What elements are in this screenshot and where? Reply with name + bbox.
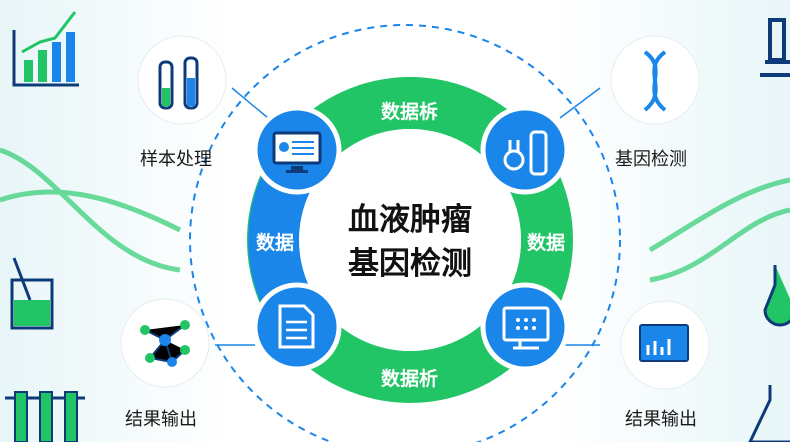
test-tubes-icon — [137, 35, 227, 125]
label-gene-detection: 基因检测 — [615, 149, 687, 170]
monitor-presentation-icon — [252, 105, 342, 195]
center-title-line-1: 血液肿瘤 — [348, 202, 472, 238]
ring-label-left: 数据 — [256, 232, 295, 254]
bar-chart-icon — [12, 11, 79, 87]
center-title-line-2: 基因检测 — [348, 246, 472, 282]
connector-line — [559, 87, 601, 119]
ring-label-bottom: 数据析 — [381, 368, 439, 390]
dashed-orbit — [189, 24, 621, 442]
connector-line — [231, 87, 269, 119]
ring-label-top: 数据柝 — [381, 101, 439, 123]
flask-icon — [748, 265, 790, 442]
center-title: 血液肿瘤 基因检测 — [330, 198, 490, 286]
dna-icon — [610, 35, 700, 125]
dna-left-icon — [0, 147, 182, 273]
lab-flasks-icon — [480, 105, 570, 195]
document-icon — [252, 282, 342, 372]
microscope-icon — [760, 18, 790, 77]
label-result-output-right: 结果输出 — [625, 409, 697, 430]
label-result-output-left: 结果输出 — [125, 409, 197, 430]
ring-label-right: 数据 — [527, 232, 566, 254]
ring-center — [299, 129, 521, 351]
beaker-icon — [10, 257, 54, 330]
test-tube-rack-icon — [5, 391, 85, 442]
network-icon — [120, 298, 210, 388]
dna-right-icon — [648, 177, 790, 283]
chart-screen-icon — [620, 300, 710, 390]
monitor-grid-icon — [480, 282, 570, 372]
label-sample-processing: 样本处理 — [140, 149, 212, 170]
